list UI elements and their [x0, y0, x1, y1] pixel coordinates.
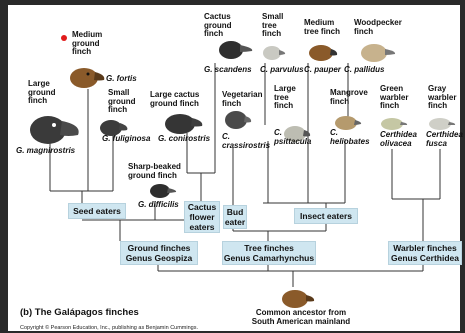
bird-icon-small-tree	[263, 46, 286, 60]
species-magnirostris: G. magnirostris	[16, 146, 76, 155]
label-green-warbler-finch: Green warbler finch	[380, 84, 409, 110]
genus-box-ground-finches: Ground finches Genus Geospiza	[120, 241, 198, 265]
bird-icon-mangrove	[335, 116, 362, 130]
bird-icon-cactus-ground	[219, 41, 253, 59]
species-conirostris: G. conirostris	[158, 134, 211, 143]
diet-box-bud-eater: Bud eater	[223, 205, 247, 229]
bird-icon-vegetarian	[225, 111, 252, 129]
species-psittacula: C. psittacula	[274, 128, 312, 146]
genus-tree-line2: Genus Camarhynchus	[223, 253, 315, 263]
species-fortis: G. fortis	[106, 74, 137, 83]
genus-warbler-line1: Warbler finches	[393, 243, 457, 253]
highlight-dot	[61, 35, 67, 41]
genus-ground-line2: Genus Geospiza	[125, 253, 193, 263]
label-vegetarian-finch: Vegetarian finch	[222, 90, 263, 108]
genus-warbler-line2: Genus Certhidea	[390, 253, 460, 263]
bird-icon-sharp-beaked	[150, 184, 177, 198]
genus-ground-line1: Ground finches	[127, 243, 191, 253]
label-woodpecker-finch: Woodpecker finch	[354, 18, 402, 36]
label-mangrove-finch: Mangrove finch	[330, 88, 368, 106]
genus-tree-line1: Tree finches	[244, 243, 294, 253]
bird-icon-medium-ground	[70, 68, 105, 88]
bird-icon-small-ground	[100, 120, 128, 136]
label-medium-ground-finch: Medium ground finch	[72, 30, 103, 56]
bird-icon-medium-tree	[309, 45, 338, 61]
label-small-tree-finch: Small tree finch	[262, 12, 284, 38]
species-difficilis: G. difficilis	[138, 200, 179, 209]
species-heliobates: C. heliobates	[330, 128, 370, 146]
ancestor-label: Common ancestor from South American main…	[251, 308, 351, 326]
label-large-tree-finch: Large tree finch	[274, 84, 296, 110]
species-olivacea: Certhidea olivacea	[380, 130, 417, 148]
bird-icon-green-warbler	[381, 118, 408, 130]
species-scandens: G. scandens	[204, 65, 252, 74]
label-gray-warbler-finch: Gray warbler finch	[428, 84, 457, 110]
genus-box-tree-finches: Tree finches Genus Camarhynchus	[222, 241, 316, 265]
species-parvulus: C. parvulus	[260, 65, 304, 74]
label-large-cactus-ground-finch: Large cactus ground finch	[150, 90, 200, 108]
species-pallidus: C. pallidus	[344, 65, 385, 74]
label-large-ground-finch: Large ground finch	[28, 79, 56, 105]
label-sharp-beaked-ground-finch: Sharp-beaked ground finch	[128, 162, 181, 180]
label-medium-tree-finch: Medium tree finch	[304, 18, 341, 36]
bird-icon-large-ground	[30, 116, 79, 144]
label-cactus-ground-finch: Cactus ground finch	[204, 12, 232, 38]
phylogeny-lines	[49, 63, 441, 287]
bird-icon-gray-warbler	[429, 118, 456, 130]
species-fuliginosa: G. fuliginosa	[102, 134, 151, 143]
bird-icon-large-cactus	[165, 114, 203, 134]
diet-box-seed-eaters: Seed eaters	[68, 203, 126, 219]
species-crassirostris: C. crassirostris	[222, 132, 271, 150]
bird-icon-large-tree	[284, 126, 311, 142]
diet-box-insect-eaters: Insect eaters	[294, 208, 358, 224]
bird-icon-woodpecker	[361, 44, 396, 62]
figure-caption: (b) The Galápagos finches	[20, 307, 139, 318]
species-pauper: C. pauper	[304, 65, 341, 74]
copyright-notice: Copyright © Pearson Education, Inc., pub…	[20, 325, 199, 331]
figure-panel: Large ground finch Medium ground finch S…	[8, 5, 463, 331]
genus-box-warbler-finches: Warbler finches Genus Certhidea	[388, 241, 462, 265]
species-fusca: Certhidea fusca	[426, 130, 463, 148]
bird-icon-ancestor	[282, 290, 315, 308]
label-small-ground-finch: Small ground finch	[108, 88, 136, 114]
diet-box-cactus-flower-eaters: Cactus flower eaters	[184, 201, 220, 233]
